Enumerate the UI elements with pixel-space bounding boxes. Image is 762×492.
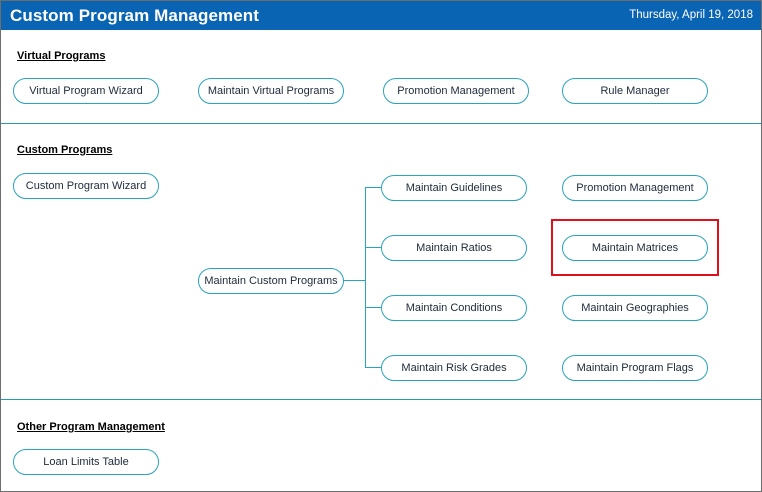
section-divider xyxy=(1,123,761,124)
custom-program-wizard-button[interactable]: Custom Program Wizard xyxy=(13,173,159,199)
loan-limits-table-button[interactable]: Loan Limits Table xyxy=(13,449,159,475)
connector-branch xyxy=(365,187,381,188)
maintain-conditions-button[interactable]: Maintain Conditions xyxy=(381,295,527,321)
virtual-program-wizard-button[interactable]: Virtual Program Wizard xyxy=(13,78,159,104)
maintain-program-flags-button[interactable]: Maintain Program Flags xyxy=(562,355,708,381)
section-title-custom-programs: Custom Programs xyxy=(17,144,113,156)
connector-branch xyxy=(365,247,381,248)
maintain-matrices-button[interactable]: Maintain Matrices xyxy=(562,235,708,261)
custom-promotion-management-button[interactable]: Promotion Management xyxy=(562,175,708,201)
maintain-guidelines-button[interactable]: Maintain Guidelines xyxy=(381,175,527,201)
connector-line xyxy=(344,280,365,281)
connector-trunk xyxy=(365,187,366,368)
section-title-virtual-programs: Virtual Programs xyxy=(17,50,106,62)
highlight-box xyxy=(551,219,719,276)
virtual-promotion-management-button[interactable]: Promotion Management xyxy=(383,78,529,104)
current-date: Thursday, April 19, 2018 xyxy=(629,9,753,21)
rule-manager-button[interactable]: Rule Manager xyxy=(562,78,708,104)
section-divider xyxy=(1,399,761,400)
maintain-virtual-programs-button[interactable]: Maintain Virtual Programs xyxy=(198,78,344,104)
connector-branch xyxy=(365,307,381,308)
section-title-other-programs: Other Program Management xyxy=(17,421,165,433)
app-header: Custom Program Management Thursday, Apri… xyxy=(1,1,761,30)
maintain-geographies-button[interactable]: Maintain Geographies xyxy=(562,295,708,321)
maintain-risk-grades-button[interactable]: Maintain Risk Grades xyxy=(381,355,527,381)
maintain-ratios-button[interactable]: Maintain Ratios xyxy=(381,235,527,261)
page-title: Custom Program Management xyxy=(10,6,260,25)
connector-branch xyxy=(365,367,381,368)
maintain-custom-programs-button[interactable]: Maintain Custom Programs xyxy=(198,268,344,294)
